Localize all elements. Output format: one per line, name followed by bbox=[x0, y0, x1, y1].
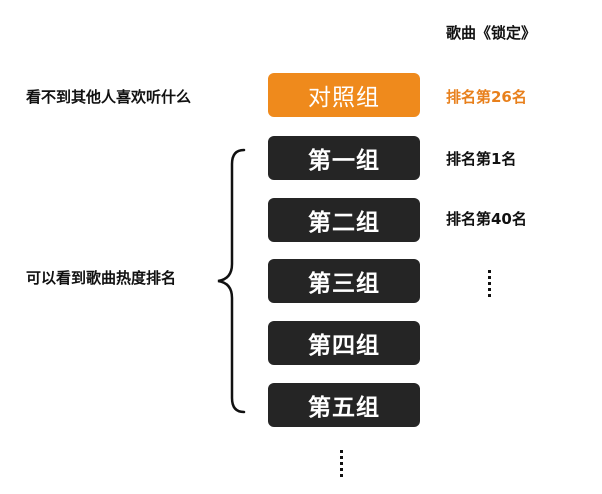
control-group-box: 对照组 bbox=[268, 73, 420, 117]
group-box-1: 第一组 bbox=[268, 136, 420, 180]
control-description: 看不到其他人喜欢听什么 bbox=[26, 88, 192, 106]
song-title: 歌曲《锁定》 bbox=[446, 24, 537, 42]
control-group-rank: 排名第26名 bbox=[446, 88, 527, 106]
group-box-3: 第三组 bbox=[268, 259, 420, 303]
rank-continuation-dots bbox=[488, 270, 492, 300]
group-continuation-dots bbox=[340, 450, 344, 480]
group-label-2: 第二组 bbox=[308, 210, 380, 236]
group-label-3: 第三组 bbox=[308, 271, 380, 297]
test-description: 可以看到歌曲热度排名 bbox=[26, 269, 177, 287]
group-label-1: 第一组 bbox=[308, 148, 380, 174]
control-group-label: 对照组 bbox=[308, 85, 380, 111]
group-rank-2: 排名第40名 bbox=[446, 210, 527, 228]
group-box-5: 第五组 bbox=[268, 383, 420, 427]
group-label-4: 第四组 bbox=[308, 333, 380, 359]
group-rank-1: 排名第1名 bbox=[446, 150, 517, 168]
group-box-4: 第四组 bbox=[268, 321, 420, 365]
group-box-2: 第二组 bbox=[268, 198, 420, 242]
group-label-5: 第五组 bbox=[308, 395, 380, 421]
curly-brace-icon bbox=[217, 148, 246, 414]
